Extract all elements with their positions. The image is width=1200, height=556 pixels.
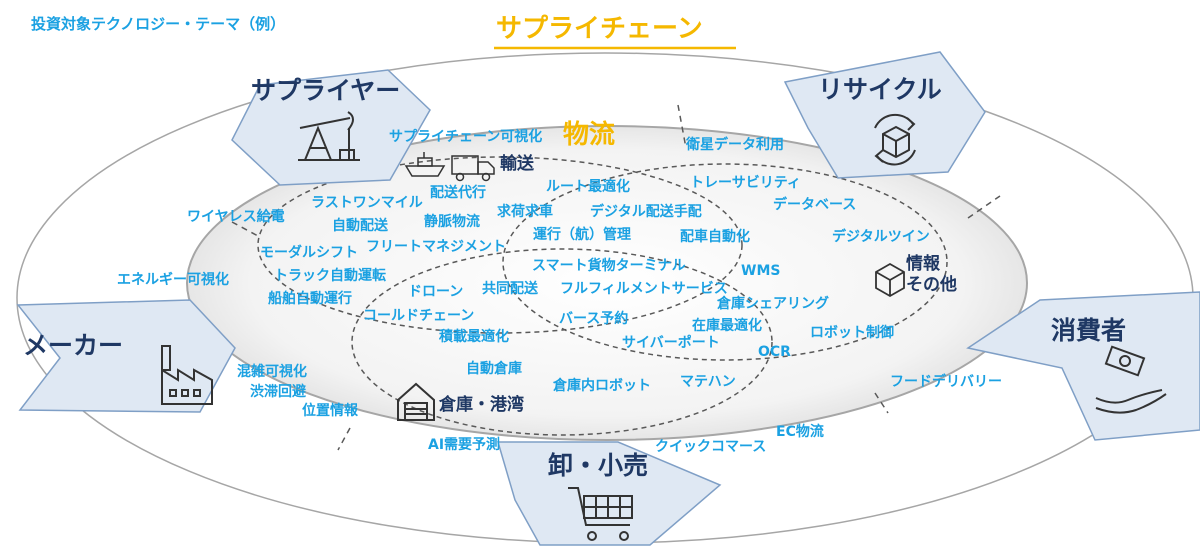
info-ellipse xyxy=(502,163,948,361)
theme-traceability: トレーサビリティ xyxy=(690,175,801,191)
theme-delivery-agency: 配送代行 xyxy=(430,185,486,201)
factory-icon xyxy=(161,345,213,405)
oil-pump-icon xyxy=(298,111,360,161)
theme-congestion-visibility: 混雑可視化 xyxy=(237,364,307,380)
theme-ship-autonomous: 船舶自動運行 xyxy=(268,291,352,307)
section-info: 情報 その他 xyxy=(906,254,957,296)
theme-satellite-data: 衛星データ利用 xyxy=(686,137,784,153)
theme-inventory-optimization: 在庫最適化 xyxy=(692,318,762,334)
theme-material-handling: マテハン xyxy=(680,374,736,390)
actor-maker: メーカー xyxy=(23,331,124,360)
theme-wireless-power: ワイヤレス給電 xyxy=(187,209,285,225)
section-warehouse: 倉庫・港湾 xyxy=(439,395,524,415)
theme-food-delivery: フードデリバリー xyxy=(890,374,1002,390)
transport-ellipse xyxy=(257,156,743,334)
theme-fulfillment: フルフィルメントサービス xyxy=(560,281,728,297)
theme-cyber-port: サイバーポート xyxy=(622,335,720,351)
warehouse-icon xyxy=(397,382,435,421)
warehouse-ellipse xyxy=(351,248,773,436)
theme-dispatch-automation: 配車自動化 xyxy=(680,229,750,245)
logistics-area xyxy=(186,125,1028,441)
supplier-arrow xyxy=(231,69,431,186)
theme-congestion-avoidance: 渋滞回避 xyxy=(250,384,306,400)
actor-recycle: リサイクル xyxy=(818,75,942,104)
money-hand-icon xyxy=(1095,345,1167,414)
actor-retail: 卸・小売 xyxy=(548,451,649,480)
theme-truck-autonomous: トラック自動運転 xyxy=(274,268,386,284)
supply-chain-title: サプライチェーン xyxy=(496,14,703,44)
theme-fleet-management: フリートマネジメント xyxy=(366,239,506,255)
theme-supply-chain-visibility: サプライチェーン可視化 xyxy=(389,129,543,145)
truck-icon xyxy=(451,155,495,182)
theme-operation-management: 運行（航）管理 xyxy=(533,227,631,243)
shopping-cart-icon xyxy=(568,487,633,541)
theme-warehouse-sharing: 倉庫シェアリング xyxy=(717,296,829,312)
recycle-arrow xyxy=(783,51,986,179)
actor-consumer: 消費者 xyxy=(1051,316,1127,345)
ship-icon xyxy=(404,152,446,177)
theme-energy-visibility: エネルギー可視化 xyxy=(117,272,229,288)
theme-venous-logistics: 静脈物流 xyxy=(424,214,480,230)
theme-loading-optimization: 積載最適化 xyxy=(439,329,509,345)
logistics-title: 物流 xyxy=(563,120,616,150)
theme-last-one-mile: ラストワンマイル xyxy=(311,195,423,211)
theme-location-info: 位置情報 xyxy=(302,403,358,419)
theme-drone: ドローン xyxy=(408,284,464,300)
page-caption: 投資対象テクノロジー・テーマ（例） xyxy=(31,15,286,33)
theme-cargo-matching: 求荷求車 xyxy=(497,204,553,220)
package-icon xyxy=(875,262,905,298)
theme-auto-warehouse: 自動倉庫 xyxy=(466,361,522,377)
section-transport: 輸送 xyxy=(500,154,534,174)
theme-cold-chain: コールドチェーン xyxy=(363,308,475,324)
retail-arrow xyxy=(496,441,722,546)
theme-digital-delivery: デジタル配送手配 xyxy=(590,204,702,220)
theme-joint-delivery: 共同配送 xyxy=(482,281,538,297)
recycle-box-icon xyxy=(874,113,916,166)
ring-separators xyxy=(231,104,1001,451)
theme-route-optimization: ルート最適化 xyxy=(546,179,630,195)
theme-modal-shift: モーダルシフト xyxy=(260,245,358,261)
theme-digital-twin: デジタルツイン xyxy=(832,229,930,245)
maker-arrow xyxy=(16,299,236,413)
theme-ai-demand: AI需要予測 xyxy=(428,437,501,453)
theme-ec-logistics: EC物流 xyxy=(776,424,824,440)
theme-berth-booking: バース予約 xyxy=(559,311,629,327)
actor-supplier: サプライヤー xyxy=(251,76,401,105)
theme-quick-commerce: クイックコマース xyxy=(655,439,767,455)
consumer-arrow xyxy=(966,291,1200,441)
theme-smart-terminal: スマート貨物ターミナル xyxy=(532,258,686,274)
theme-auto-delivery: 自動配送 xyxy=(332,218,388,234)
theme-robot-control: ロボット制御 xyxy=(810,325,894,341)
theme-database: データベース xyxy=(773,197,857,213)
theme-warehouse-robot: 倉庫内ロボット xyxy=(553,378,651,394)
theme-ocr: OCR xyxy=(758,344,791,360)
theme-wms: WMS xyxy=(741,263,781,279)
